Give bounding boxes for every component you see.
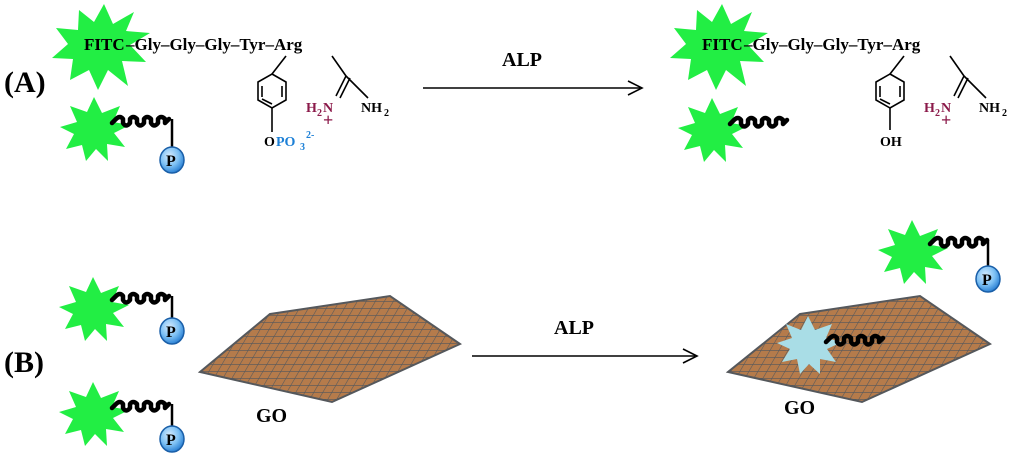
phosphate-badge-label-released: P <box>982 272 992 289</box>
ammonium-h-product: H <box>924 101 935 116</box>
phosphate-badge-label-b2: P <box>166 432 176 449</box>
ammonium-sub: 2 <box>317 108 322 119</box>
phosphate-badge-icon-b2 <box>159 425 185 453</box>
fluorescent-probe: P <box>60 97 185 174</box>
reaction-arrow-b: ALP <box>472 317 699 364</box>
graphene-oxide-sheet-left: GO <box>197 294 463 427</box>
peptide-chain-product: –Gly–Gly–Gly–Tyr–Arg <box>743 35 921 54</box>
adsorbed-dna-strand <box>823 333 886 347</box>
fluorophore-icon-b2 <box>59 382 129 446</box>
graphene-oxide-sheet-right: GO <box>725 294 993 419</box>
peptide-chain: –Gly–Gly–Gly–Tyr–Arg <box>125 35 303 54</box>
fluorophore-icon-product <box>678 98 748 162</box>
dna-strand-product <box>727 115 790 129</box>
phosphate-group: PO <box>276 135 296 150</box>
fluorophore-icon <box>60 97 130 161</box>
quenched-fluorophore-icon <box>777 316 842 374</box>
substrate-peptide: FITC –Gly–Gly–Gly–Tyr–Arg O PO 3 2- H 2 … <box>52 4 389 153</box>
arrow-label-alp-a: ALP <box>502 49 542 71</box>
dna-strand-released <box>927 235 990 249</box>
arrow-label-alp-b: ALP <box>554 317 594 339</box>
fluorophore-icon-released <box>878 220 948 284</box>
phosphate-oxygen: O <box>264 135 275 150</box>
dna-strand-b1 <box>109 291 172 305</box>
probe-b-bottom: P <box>59 382 185 453</box>
ammonium-h: H <box>306 101 317 116</box>
panel-b-label: (B) <box>4 346 44 379</box>
released-probe: P <box>878 220 1001 293</box>
product-peptide: FITC –Gly–Gly–Gly–Tyr–Arg OH H 2 N + NH … <box>670 4 1007 150</box>
phosphate-subscript: 3 <box>300 142 305 153</box>
fitc-star-icon <box>52 4 150 90</box>
hydroxyl-group: OH <box>880 135 902 150</box>
amine-sub: 2 <box>384 108 389 119</box>
positive-charge: + <box>323 110 333 130</box>
phosphate-badge-icon-released <box>975 265 1001 293</box>
amine-nh-product: NH <box>979 101 1000 116</box>
reaction-arrow-a: ALP <box>423 49 644 96</box>
ammonium-n: N <box>323 101 333 116</box>
phosphate-charge: 2- <box>306 130 314 141</box>
phosphate-badge-icon-b1 <box>159 317 185 345</box>
phosphate-badge-icon <box>159 146 185 174</box>
ammonium-sub-product: 2 <box>935 108 940 119</box>
fluorophore-icon-b1 <box>59 277 129 341</box>
amine-nh: NH <box>361 101 382 116</box>
phosphate-badge-label: P <box>166 153 176 170</box>
fitc-label: FITC <box>84 35 125 54</box>
dna-strand-b2 <box>109 399 172 413</box>
positive-charge-product: + <box>941 110 951 130</box>
phosphate-badge-label-b1: P <box>166 324 176 341</box>
fitc-label-product: FITC <box>702 35 743 54</box>
panel-a-label: (A) <box>4 66 46 99</box>
dna-strand <box>109 114 172 128</box>
dephosphorylated-probe <box>678 98 790 162</box>
go-label-right: GO <box>784 397 815 419</box>
ammonium-n-product: N <box>941 101 951 116</box>
go-label-left: GO <box>256 405 287 427</box>
fitc-star-icon-product <box>670 4 768 90</box>
probe-b-top: P <box>59 277 185 345</box>
amine-sub-product: 2 <box>1002 108 1007 119</box>
